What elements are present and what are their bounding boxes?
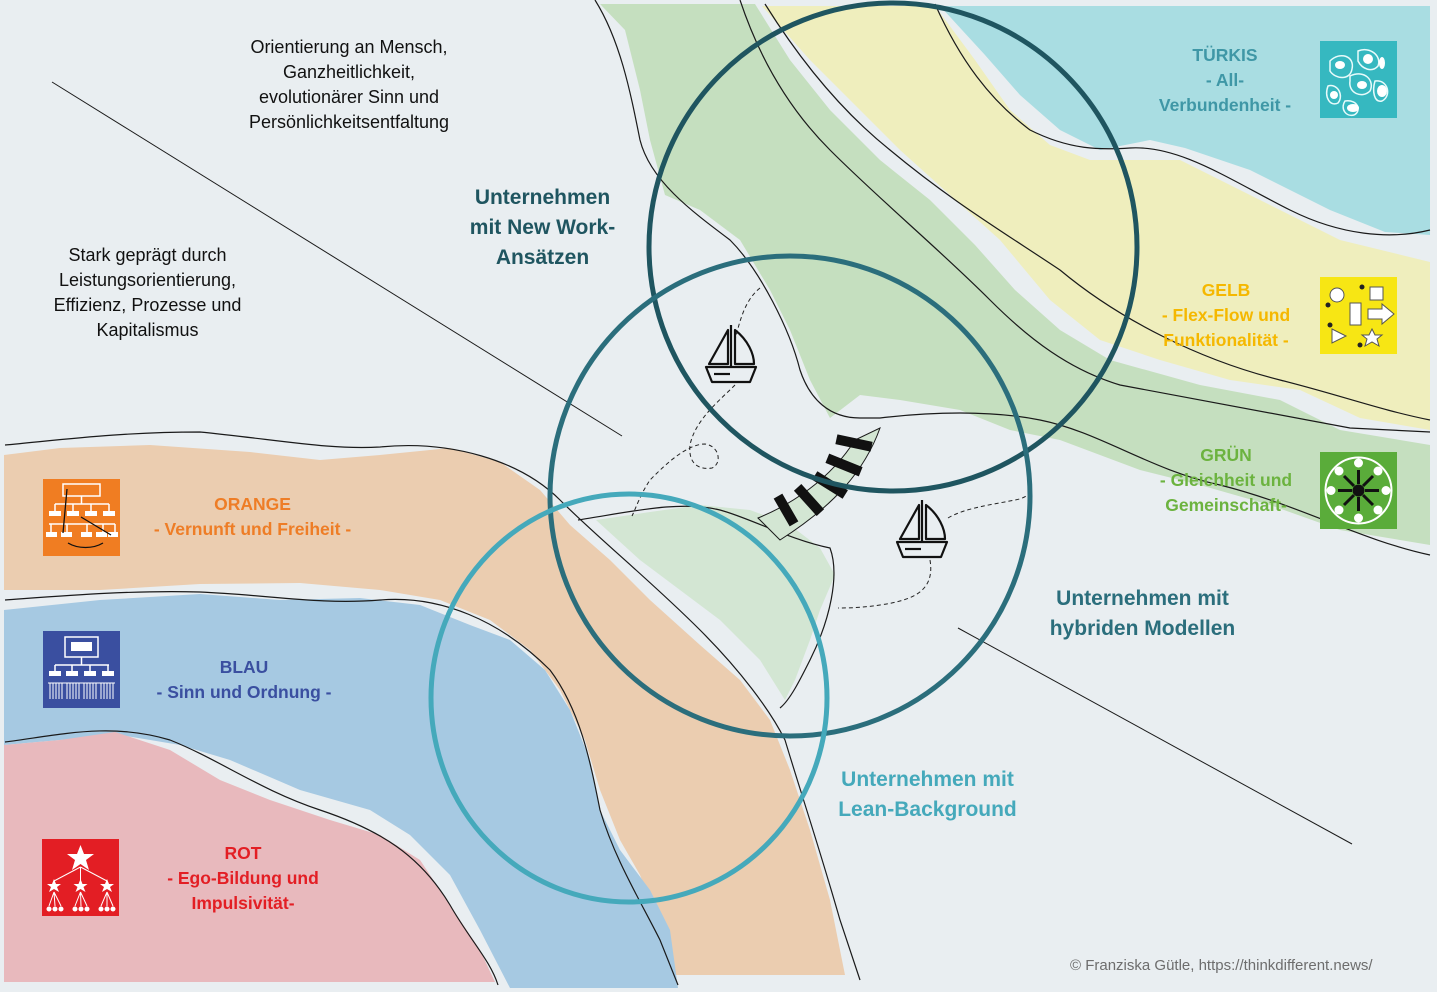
- level-subtitle: Impulsivität-: [191, 893, 295, 913]
- circle-lean: [428, 491, 830, 905]
- level-label-gelb: GELB - Flex-Flow und Funktionalität -: [1130, 278, 1322, 353]
- circle-new-work: [646, 0, 1140, 494]
- company-label-line: Ansätzen: [495, 246, 590, 269]
- company-label-hybrid: Unternehmen mit hybriden Modellen: [1030, 584, 1255, 644]
- level-subtitle: - Flex-Flow und: [1161, 305, 1291, 325]
- divider-line-left: [51, 81, 623, 437]
- description-left-line: Kapitalismus: [96, 320, 199, 340]
- level-subtitle: Funktionalität -: [1163, 330, 1289, 350]
- level-label-gruen: GRÜN - Gleichheit und Gemeinschaft-: [1130, 443, 1322, 518]
- level-title: ROT: [224, 843, 262, 863]
- company-label-line: hybriden Modellen: [1049, 617, 1236, 640]
- river-band-rot: [4, 732, 495, 982]
- level-title: GELB: [1201, 280, 1251, 300]
- level-label-orange: ORANGE - Vernunft und Freiheit -: [130, 492, 375, 542]
- copyright-notice: © Franziska Gütle, https://thinkdifferen…: [1070, 957, 1373, 974]
- company-label-new-work: Unternehmen mit New Work- Ansätzen: [450, 183, 635, 273]
- river-band-tuerkis: [940, 6, 1430, 235]
- sailboat-icon-upper: [704, 325, 758, 384]
- level-title: TÜRKIS: [1192, 45, 1258, 65]
- company-label-line: Unternehmen: [474, 186, 611, 209]
- river-band-blau: [4, 594, 678, 988]
- level-subtitle: Gemeinschaft-: [1165, 495, 1287, 515]
- river-band-gelb: [762, 6, 1430, 430]
- community-circle-icon: [1320, 452, 1397, 529]
- river-band-gruen-lower: [596, 505, 835, 700]
- company-label-lean: Unternehmen mit Lean-Background: [820, 765, 1035, 825]
- river-band-gruen: [600, 4, 1430, 545]
- description-top: Orientierung an Mensch, Ganzheitlichkeit…: [215, 35, 483, 135]
- org-chart-arrows-icon: [43, 479, 120, 556]
- level-label-rot: ROT - Ego-Bildung und Impulsivität-: [145, 841, 341, 916]
- level-subtitle: - Sinn und Ordnung -: [156, 682, 332, 702]
- company-label-line: Unternehmen mit: [1056, 587, 1229, 610]
- level-title: GRÜN: [1200, 445, 1252, 465]
- river-outlines: [4, 0, 1431, 986]
- sailboat-icon-lower: [895, 500, 949, 559]
- description-top-line: Ganzheitlichkeit,: [282, 62, 416, 82]
- level-subtitle: - Gleichheit und: [1159, 470, 1293, 490]
- level-subtitle: - Ego-Bildung und: [167, 868, 319, 888]
- flex-flow-shapes-icon: [1320, 277, 1397, 354]
- company-label-line: Lean-Background: [838, 798, 1017, 821]
- description-top-line: Orientierung an Mensch,: [250, 37, 448, 57]
- star-hierarchy-icon: [42, 839, 119, 916]
- description-top-line: Persönlichkeitsentfaltung: [248, 112, 450, 132]
- level-title: ORANGE: [214, 494, 291, 514]
- level-title: BLAU: [219, 657, 269, 677]
- description-left: Stark geprägt durch Leistungsorientierun…: [30, 243, 265, 343]
- hierarchy-chart-icon: [43, 631, 120, 708]
- level-subtitle: Verbundenheit -: [1158, 95, 1292, 115]
- cells-network-icon: [1320, 41, 1397, 118]
- level-label-blau: BLAU - Sinn und Ordnung -: [140, 655, 348, 705]
- circle-hybrid: [547, 253, 1033, 739]
- bridge: [757, 427, 881, 541]
- company-label-line: mit New Work-: [469, 216, 616, 239]
- description-left-line: Stark geprägt durch: [68, 245, 227, 265]
- company-label-line: Unternehmen mit: [841, 768, 1014, 791]
- level-subtitle: - All-: [1205, 70, 1245, 90]
- level-label-tuerkis: TÜRKIS - All- Verbundenheit -: [1130, 43, 1320, 118]
- description-top-line: evolutionärer Sinn und: [258, 87, 440, 107]
- river-band-orange: [4, 445, 845, 975]
- level-subtitle: - Vernunft und Freiheit -: [153, 519, 352, 539]
- divider-line-right: [957, 627, 1353, 845]
- description-left-line: Effizienz, Prozesse und: [53, 295, 242, 315]
- description-left-line: Leistungsorientierung,: [58, 270, 237, 290]
